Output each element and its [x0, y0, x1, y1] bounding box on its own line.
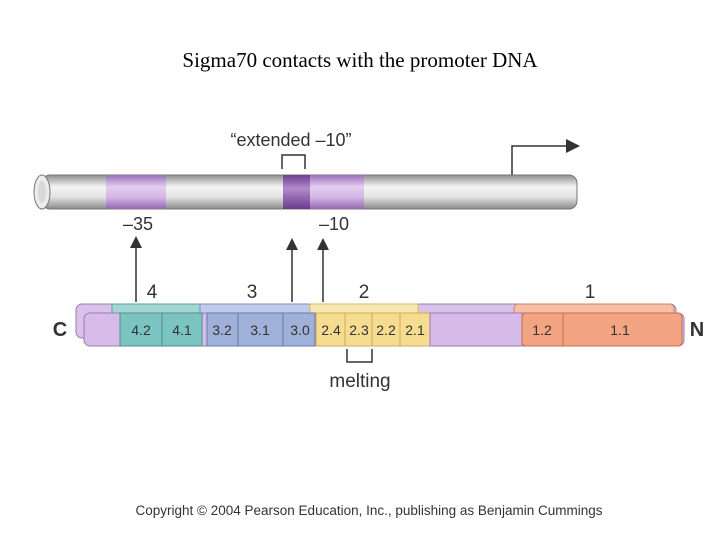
- domain-region3: [206, 312, 316, 347]
- minus35-label: –35: [123, 214, 153, 234]
- subregion-2-4: 2.4: [321, 322, 341, 338]
- extended-minus10-region: [283, 175, 310, 209]
- subregion-3-0: 3.0: [290, 322, 310, 338]
- domain-linker: [429, 312, 523, 347]
- transcription-start-arrow: [511, 139, 580, 175]
- domain-region2: [315, 312, 431, 347]
- extended-minus10-label: “extended –10”: [230, 130, 351, 150]
- domain-region1: [521, 312, 683, 347]
- melting-label: melting: [329, 371, 390, 392]
- minus10-contact-region: [310, 175, 364, 209]
- extended-bracket: [281, 154, 306, 169]
- minus35-contact-region: [106, 175, 166, 209]
- dna-helix: [33, 174, 578, 210]
- region-number-2: 2: [359, 282, 370, 303]
- subregion-1-1: 1.1: [610, 322, 630, 338]
- melting-bracket: [346, 349, 373, 363]
- subregion-2-1: 2.1: [405, 322, 425, 338]
- page-title: Sigma70 contacts with the promoter DNA: [182, 48, 538, 72]
- region-number-3: 3: [247, 282, 258, 303]
- copyright-notice: Copyright © 2004 Pearson Education, Inc.…: [135, 503, 603, 518]
- region-number-4: 4: [147, 282, 158, 303]
- subregion-4-1: 4.1: [172, 322, 192, 338]
- subregion-2-3: 2.3: [349, 322, 369, 338]
- c-terminus-label: C: [53, 319, 67, 341]
- subregion-1-2: 1.2: [532, 322, 552, 338]
- n-terminus-label: N: [690, 319, 704, 341]
- subregion-4-2: 4.2: [131, 322, 151, 338]
- subregion-3-2: 3.2: [212, 322, 232, 338]
- subregion-2-2: 2.2: [376, 322, 396, 338]
- subregion-3-1: 3.1: [250, 322, 270, 338]
- domain-region4: [119, 312, 203, 347]
- region-number-1: 1: [585, 282, 596, 303]
- minus10-label: –10: [319, 214, 349, 234]
- sigma70-protein: 4.2 4.1 3.2 3.1 3.0 2.4 2.3 2.2 2.1 1.2 …: [75, 303, 685, 347]
